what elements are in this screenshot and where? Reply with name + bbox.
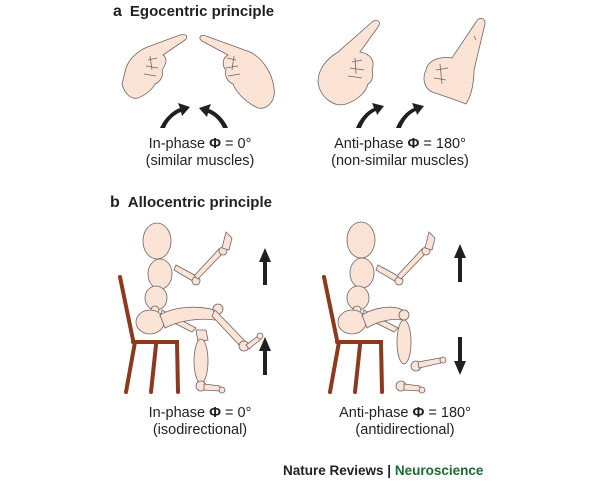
- phi-symbol: Φ: [407, 136, 420, 152]
- right-hand-pointing-up-icon: [423, 18, 486, 105]
- panel-b-right-subcaption: (antidirectional): [355, 422, 455, 438]
- panel-b-left-caption: In-phase Φ = 0° (isodirectional): [135, 405, 265, 439]
- panel-b-left-subcaption: (isodirectional): [152, 422, 248, 438]
- anti-phase-arrows: [356, 103, 424, 128]
- curved-arrow-up-right-icon-2: [396, 103, 424, 128]
- credit-separator: |: [383, 463, 395, 478]
- caption-value: = 0°: [220, 405, 252, 421]
- in-phase-arrows: [160, 103, 228, 128]
- panel-a-right-subcaption: (non-similar muscles): [331, 153, 469, 169]
- chair-right-icon: [322, 275, 384, 394]
- arrows-in-phase: [259, 248, 271, 375]
- arrow-up-icon: [259, 248, 271, 285]
- arrows-anti-phase: [454, 244, 466, 375]
- panel-a-left-caption: In-phase Φ = 0° (similar muscles): [135, 136, 265, 170]
- phi-symbol: Φ: [209, 136, 221, 152]
- caption-value: = 0°: [220, 136, 252, 152]
- phi-symbol: Φ: [209, 405, 221, 421]
- journal-credit: Nature Reviews | Neuroscience: [283, 463, 483, 478]
- panel-b-letter: b: [110, 194, 120, 211]
- panel-a-title: a Egocentric principle: [113, 3, 274, 21]
- mannequin-left-icon: [135, 222, 264, 394]
- caption-prefix: In-phase: [148, 136, 210, 152]
- panel-a-right-caption: Anti-phase Φ = 180° (non-similar muscles…: [320, 136, 480, 170]
- panel-b-title: b Allocentric principle: [110, 194, 272, 212]
- arrow-up-icon-3: [454, 244, 466, 282]
- arrow-down-icon: [454, 337, 466, 375]
- caption-prefix: Anti-phase: [339, 405, 413, 421]
- caption-prefix: In-phase: [148, 405, 210, 421]
- journal-name: Neuroscience: [394, 463, 484, 478]
- mannequin-right-icon: [337, 221, 447, 394]
- curved-arrow-up-right-icon: [356, 103, 384, 128]
- panel-a-title-text: Egocentric principle: [129, 3, 275, 20]
- panel-b-right-caption: Anti-phase Φ = 180° (antidirectional): [325, 405, 485, 439]
- caption-value: = 180°: [424, 405, 471, 421]
- right-hand-pointing-left-icon: [199, 35, 275, 109]
- panel-a-left-subcaption: (similar muscles): [145, 153, 255, 169]
- chair-left-icon: [118, 275, 180, 394]
- arrow-up-icon-2: [259, 337, 271, 375]
- caption-prefix: Anti-phase: [334, 136, 408, 152]
- in-phase-hands-illustration: [121, 18, 486, 128]
- left-hand-pointing-right-icon: [121, 34, 188, 99]
- publisher-name: Nature Reviews: [283, 463, 384, 478]
- panel-a-letter: a: [113, 3, 122, 20]
- panel-b-title-text: Allocentric principle: [127, 194, 272, 211]
- caption-value: = 180°: [419, 136, 466, 152]
- curved-arrow-right-icon: [160, 103, 190, 128]
- left-hand-pointing-up-right-icon: [317, 19, 380, 106]
- phi-symbol: Φ: [412, 405, 425, 421]
- curved-arrow-left-icon: [199, 104, 228, 128]
